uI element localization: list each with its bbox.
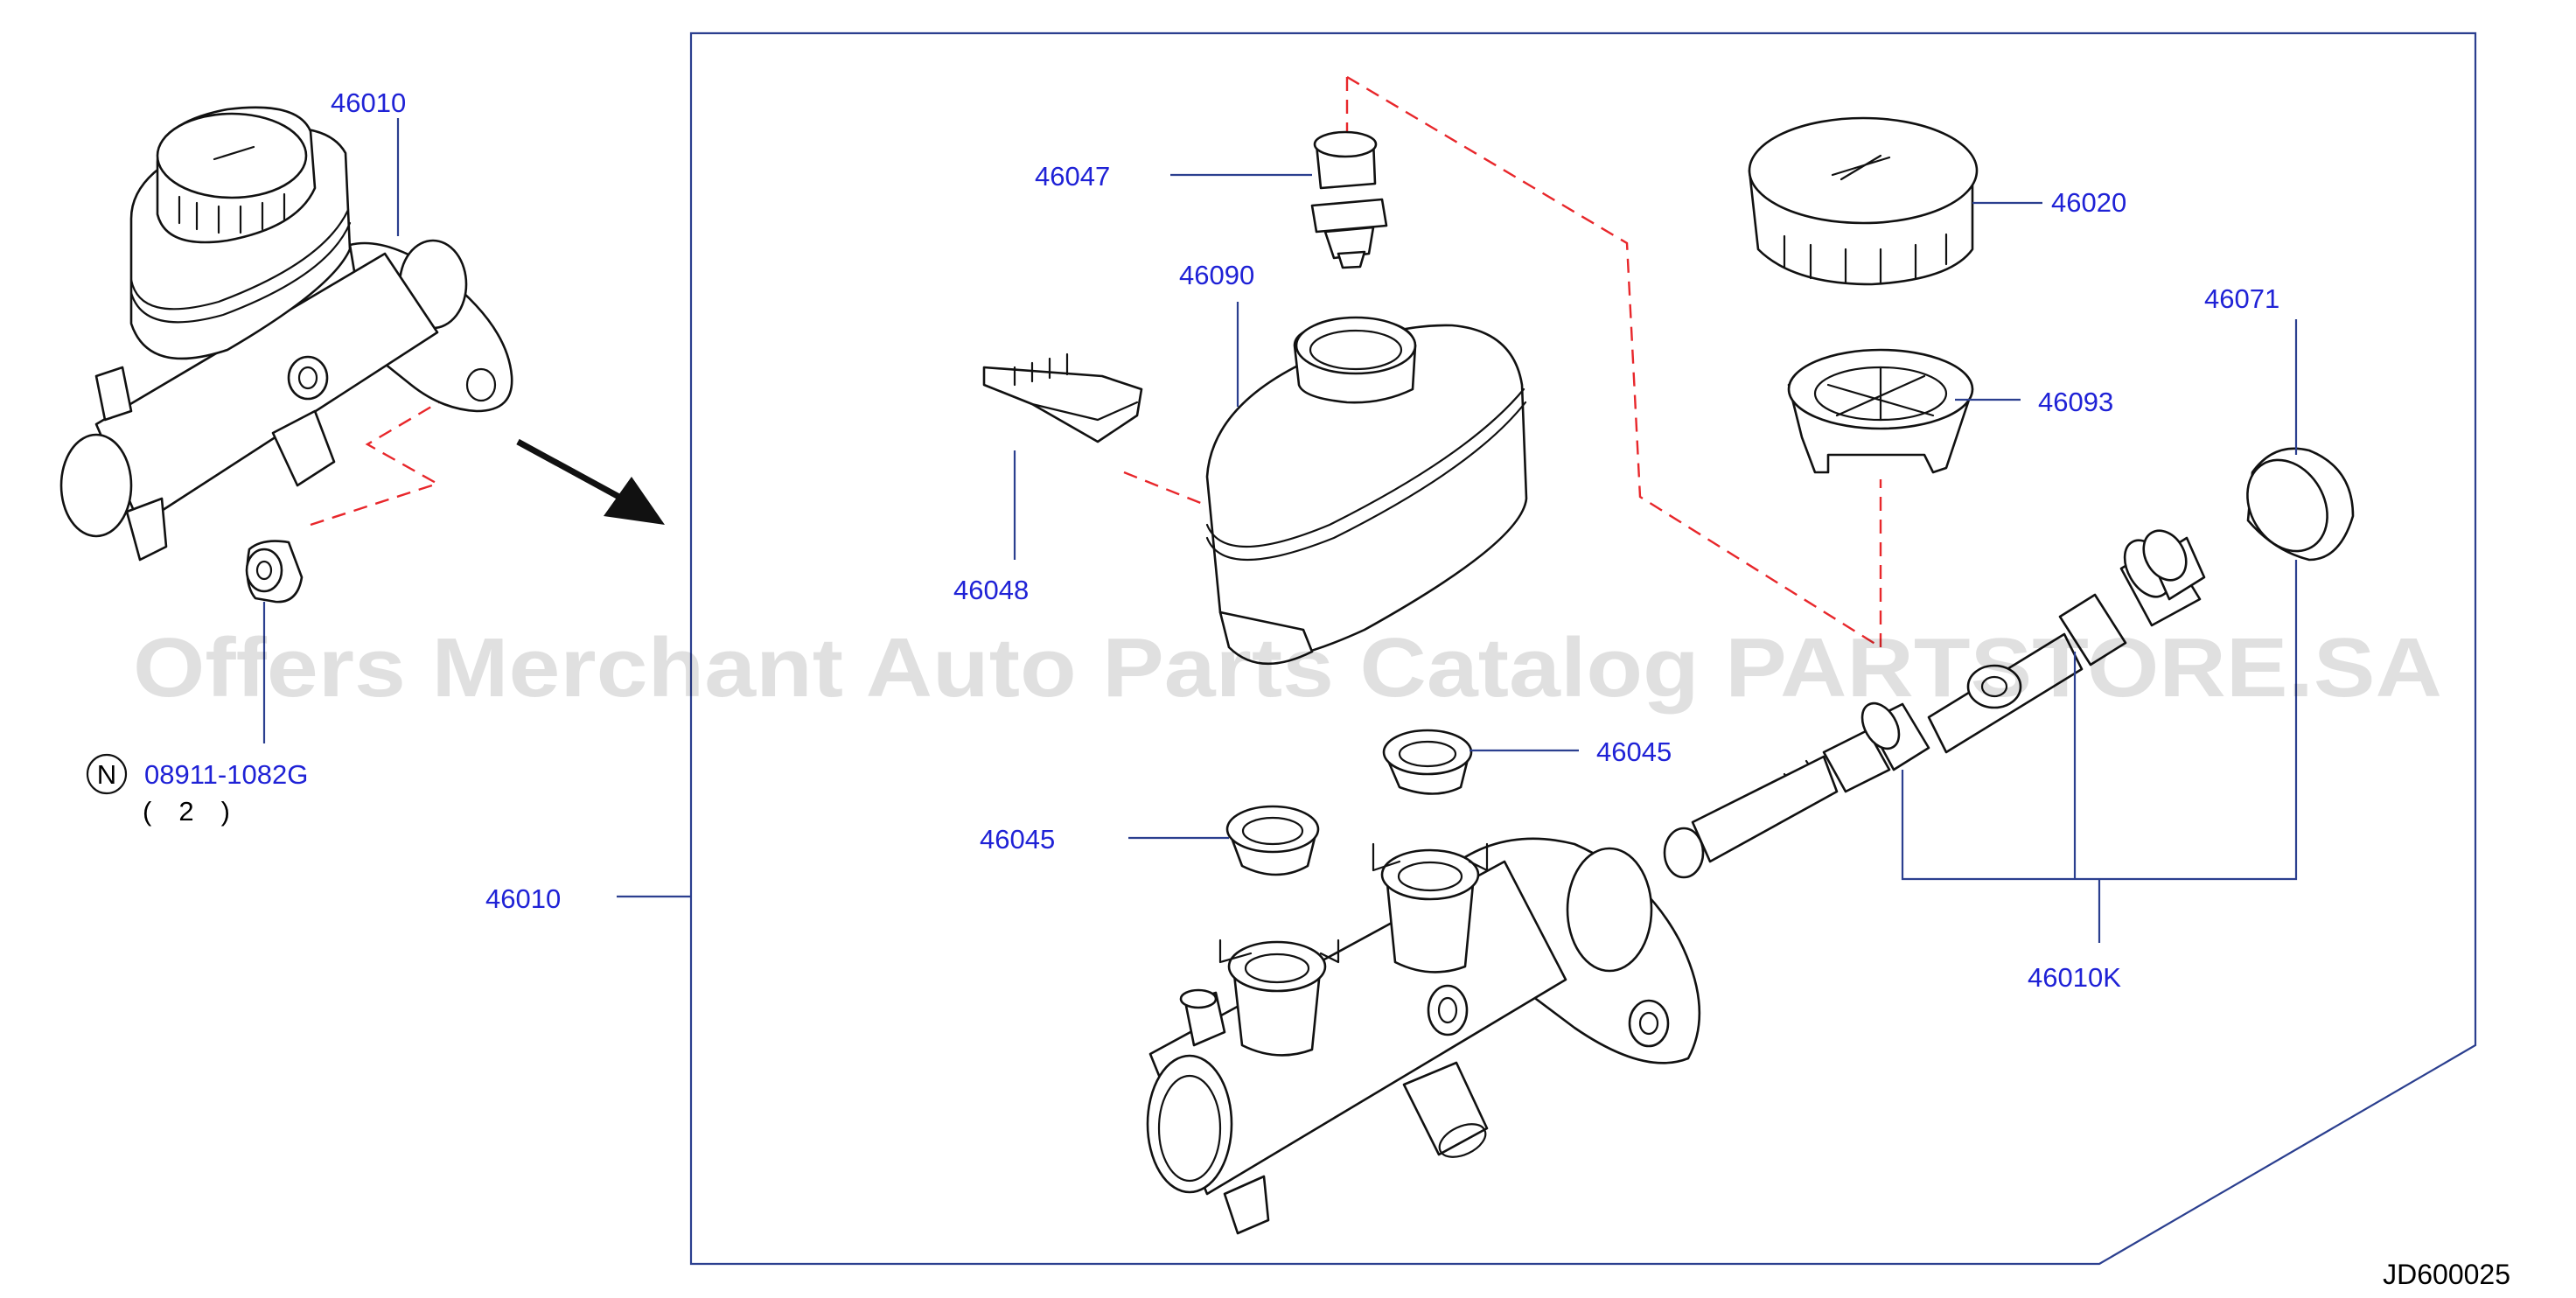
callout-46045-grommet-right[interactable]: 46045 [1596,736,1672,767]
callout-46048-connector[interactable]: 46048 [953,575,1029,605]
master-cylinder-assembled-illustration [59,106,513,562]
assembly-frame [689,31,2477,1266]
callout-46090-reservoir[interactable]: 46090 [1179,260,1254,290]
strainer-illustration [1787,348,1974,474]
grommet-left-illustration [1225,805,1320,876]
callout-46093-strainer[interactable]: 46093 [2038,387,2113,417]
callout-46010-assembly[interactable]: 46010 [331,87,406,118]
reference-dashes [310,75,1882,649]
callout-46071-seal-ring[interactable]: 46071 [2204,283,2279,314]
reservoir-tank-illustration [1205,316,1528,666]
callout-46010k-kit[interactable]: 46010K [2028,962,2121,993]
leader-lines [262,118,2298,943]
grommet-right-illustration [1382,729,1473,795]
seal-ring-illustration [2246,447,2355,562]
callout-46020-cap[interactable]: 46020 [2051,187,2126,218]
nut-part-number[interactable]: 08911-1082G [144,759,308,790]
nut-quantity: ( 2 ) [143,796,230,827]
diagram-code: JD600025 [2383,1259,2510,1290]
lock-nut-illustration [245,540,304,604]
direction-arrow [516,438,665,525]
callout-46010-body[interactable]: 46010 [485,883,561,914]
cap-sensor-illustration [1310,130,1388,269]
callout-46047-cap-sensor[interactable]: 46047 [1035,161,1110,192]
reservoir-cap-illustration [1748,116,1979,286]
connector-illustration [982,352,1143,443]
nut-symbol: N [97,759,116,790]
callout-46045-grommet-left[interactable]: 46045 [980,824,1055,855]
watermark-text: Offers Merchant Auto Parts Catalog PARTS… [133,621,2442,715]
piston-assembly-illustration [1663,529,2206,879]
nut-symbol-circle [86,753,128,795]
master-cylinder-body-illustration [1146,837,1701,1235]
nut-callout[interactable]: N 08911-1082G ( 2 ) [86,753,308,827]
